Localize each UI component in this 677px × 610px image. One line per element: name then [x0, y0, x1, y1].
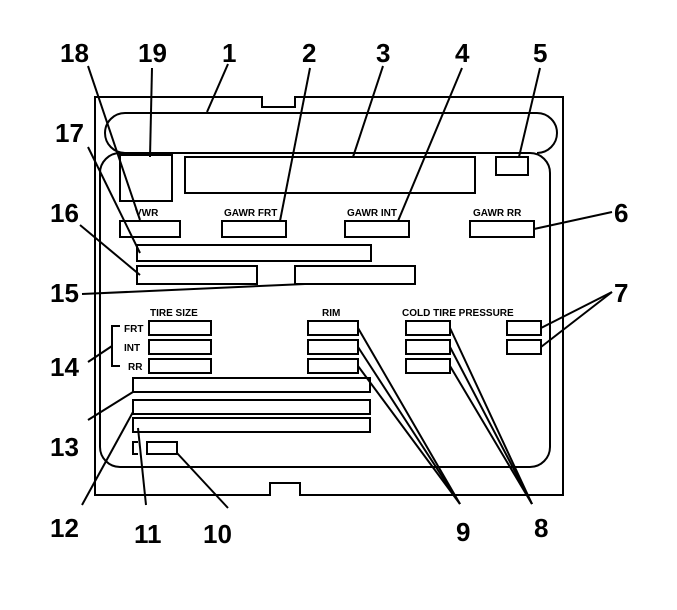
rim-rr-box [307, 358, 359, 374]
leader-lines [79, 63, 613, 509]
gawr-rr-box [469, 220, 535, 238]
callout-6: 6 [614, 198, 628, 228]
callout-11: 11 [134, 519, 162, 549]
callout-12: 12 [50, 513, 79, 543]
field-label-texts: VWR GAWR FRT GAWR INT GAWR RR TIRE SIZE … [124, 208, 522, 373]
pressure-rr-box [405, 358, 451, 374]
gawr-rr-label: GAWR RR [473, 208, 522, 219]
callout-8: 8 [534, 513, 548, 543]
tire-size-int-box [148, 339, 212, 355]
callout-9: 9 [456, 517, 470, 547]
pressure-extra-2-box [506, 339, 542, 355]
callout-2: 2 [302, 38, 316, 68]
callout-15: 15 [50, 278, 79, 308]
callout-7: 7 [614, 278, 628, 308]
gawr-int-label: GAWR INT [347, 208, 397, 219]
tire-size-frt-box [148, 320, 212, 336]
gawr-frt-box [221, 220, 287, 238]
row-rr-label: RR [128, 362, 143, 373]
cold-tire-pressure-label: COLD TIRE PRESSURE [402, 308, 514, 319]
callout-16: 16 [50, 198, 79, 228]
gvwr-label: VWR [135, 208, 159, 219]
row-frt-label: FRT [124, 324, 143, 335]
callout-3: 3 [376, 38, 390, 68]
callout-18: 18 [60, 38, 89, 68]
gvwr-box [119, 220, 181, 238]
callout-19: 19 [138, 38, 167, 68]
pressure-frt-box [405, 320, 451, 336]
long-box-17 [136, 244, 372, 262]
label-outline [94, 96, 564, 496]
pressure-extra-1-box [506, 320, 542, 336]
callout-13: 13 [50, 432, 79, 462]
box-10 [146, 441, 178, 455]
rim-int-box [307, 339, 359, 355]
gawr-frt-label: GAWR FRT [224, 208, 277, 219]
tire-size-label: TIRE SIZE [150, 308, 198, 319]
callout-14: 14 [50, 352, 79, 382]
callout-5: 5 [533, 38, 547, 68]
box-15 [294, 265, 416, 285]
vin-box [184, 156, 476, 194]
callout-1: 1 [222, 38, 236, 68]
long-box-12 [132, 399, 371, 415]
callout-4: 4 [455, 38, 470, 68]
callout-17: 17 [55, 118, 84, 148]
bracket-14 [87, 325, 120, 367]
rim-frt-box [307, 320, 359, 336]
long-box-11 [132, 417, 371, 433]
long-box-13 [132, 377, 371, 393]
date-box [495, 156, 529, 176]
barcode-box [119, 154, 173, 202]
rim-label: RIM [322, 308, 340, 319]
gawr-int-box [344, 220, 410, 238]
pressure-int-box [405, 339, 451, 355]
tire-size-rr-box [148, 358, 212, 374]
field-boxes [119, 154, 542, 455]
callout-10: 10 [203, 519, 232, 549]
bracket-10 [132, 441, 138, 455]
callout-numbers: 1 2 3 4 5 6 7 8 9 10 11 12 13 14 15 16 1… [50, 38, 628, 549]
row-int-label: INT [124, 343, 140, 354]
box-16 [136, 265, 258, 285]
